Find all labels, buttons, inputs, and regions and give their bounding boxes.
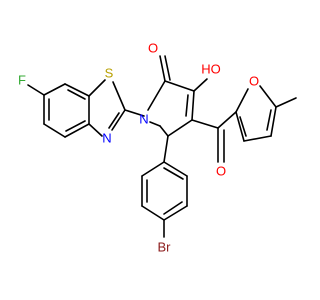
methyl-bond	[275, 97, 297, 108]
furan-oxygen-label: O	[249, 74, 259, 89]
c-n-link-bond	[124, 109, 145, 117]
c-aryl-link-bond	[163, 135, 169, 163]
ketone-furan-bond	[217, 111, 237, 129]
lactam-oxygen-label: O	[148, 41, 158, 56]
c-oh-bond	[193, 78, 208, 92]
pyrrolone-ring	[147, 80, 195, 137]
hydroxy-group-label: HO	[201, 62, 221, 77]
c-f-bond	[27, 84, 45, 96]
thiazole-ring	[88, 79, 126, 137]
molecule-canvas: F S N N O HO O O Br	[18, 40, 297, 255]
furan-ring	[235, 85, 277, 142]
c-o-lactam-bond-1	[159, 55, 166, 82]
bromophenyl-ring	[141, 161, 188, 221]
molecule-structure: F S N N O HO O O Br	[18, 41, 297, 255]
thiazole-nitrogen-label: N	[102, 131, 111, 146]
ketone-oxygen-label: O	[216, 164, 226, 179]
c-o-lactam-bond-2	[164, 55, 171, 81]
bromine-atom-label: Br	[158, 240, 172, 255]
sulfur-atom-label: S	[105, 66, 114, 81]
pyrrole-nitrogen-label: N	[139, 112, 148, 127]
fluorine-atom-label: F	[18, 73, 26, 88]
c-ketone-link-bond	[191, 119, 219, 129]
benzothiazole-benzene-ring	[43, 83, 90, 138]
